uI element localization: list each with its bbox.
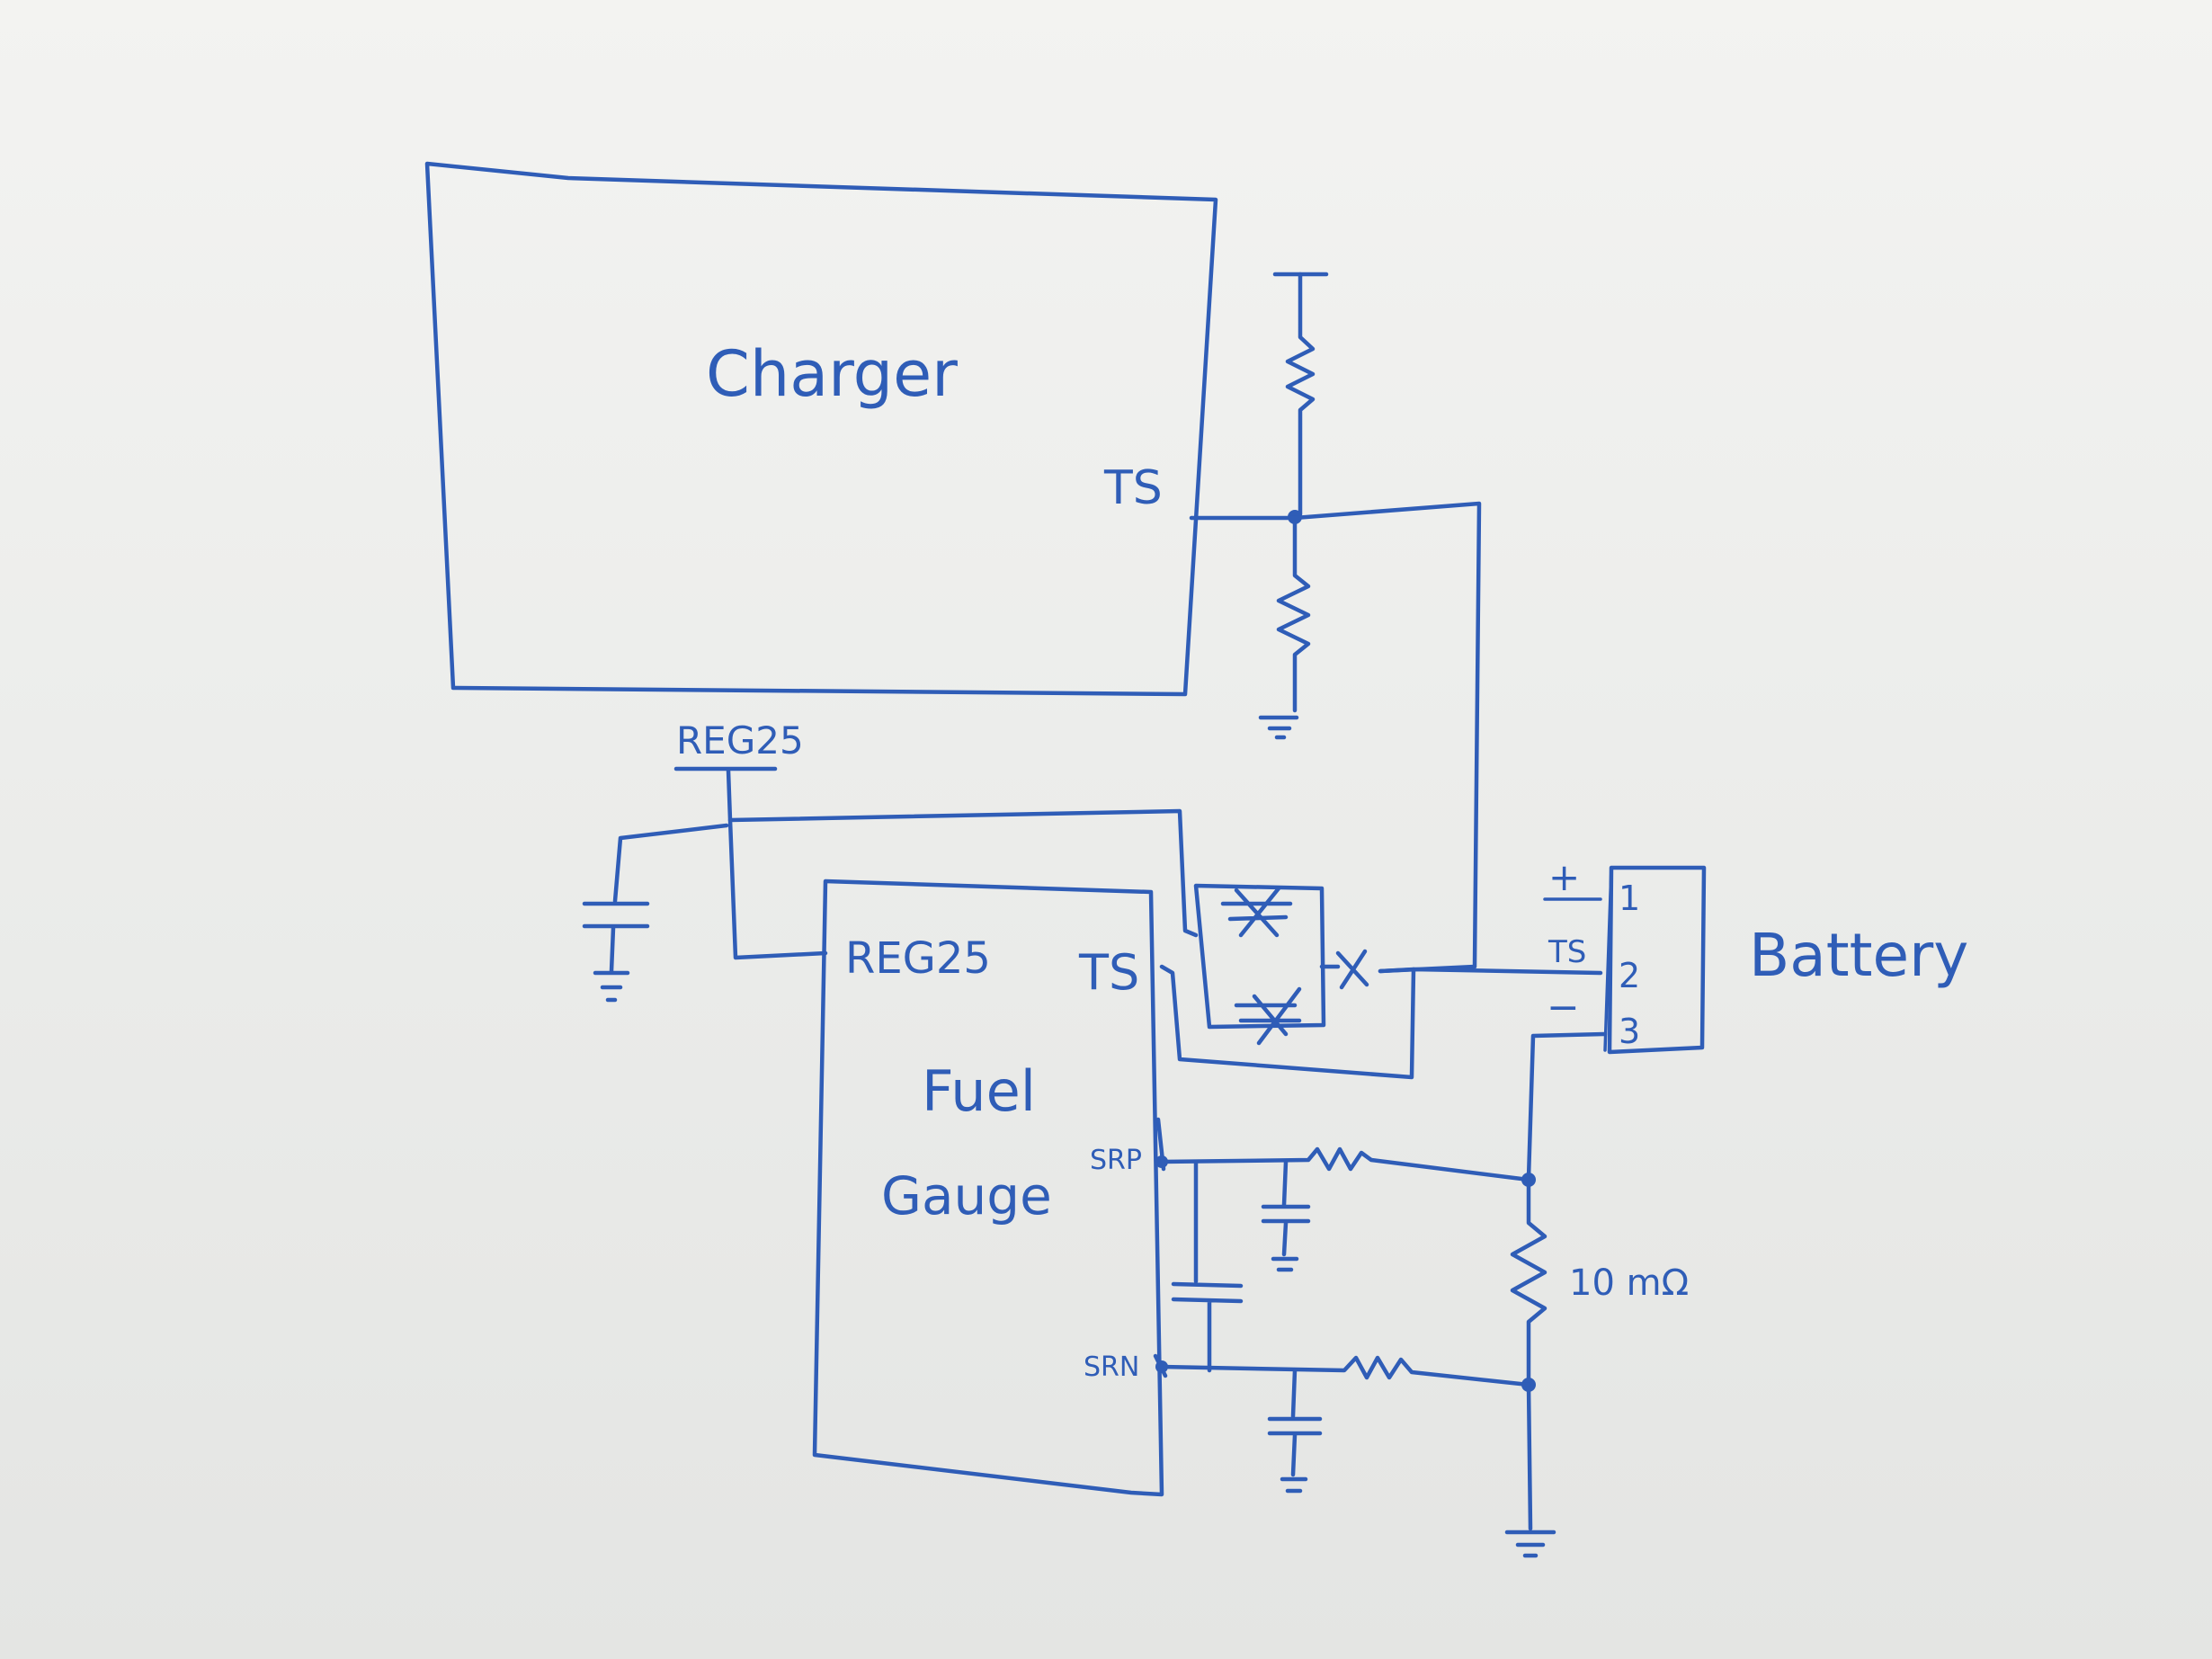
charger-label: Charger (706, 337, 958, 411)
sense-resistor (1510, 1180, 1548, 1386)
battery-pin1-label: 1 (1619, 879, 1640, 918)
pulldown-resistor (1276, 517, 1311, 713)
fg-name-line1: Fuel (922, 1058, 1036, 1124)
fuel-gauge-block (812, 879, 1164, 1497)
sense-resistor-label: 10 mΩ (1569, 1262, 1689, 1304)
battery-ts-wire (1411, 967, 1603, 976)
srn-label: SRN (1084, 1351, 1139, 1383)
fg-reg25-wire (727, 817, 828, 960)
bottom-switch-icon (1234, 986, 1302, 1046)
battery-pin2-label: 2 (1619, 956, 1640, 995)
battery-neg-wire (1526, 1031, 1608, 1181)
fg-name-line2: Gauge (881, 1165, 1052, 1226)
battery-ts-label: TS (1548, 934, 1586, 970)
srn-wire (1159, 1355, 1531, 1387)
reg25-capacitor (582, 901, 650, 1003)
pullup-resistor (1285, 272, 1316, 517)
srp-wire (1159, 1146, 1531, 1182)
battery-plus-label: + (1548, 855, 1580, 899)
battery-minus-label: − (1547, 985, 1580, 1030)
fg-ts-label: TS (1078, 944, 1139, 1001)
battery-pin-line (1603, 866, 1613, 1052)
charger-ts-label: TS (1103, 461, 1163, 515)
battery-block (1607, 865, 1707, 1055)
ground-wire (1526, 1382, 1533, 1531)
battery-label: Battery (1749, 921, 1968, 990)
differential-capacitor (1171, 1159, 1244, 1373)
srn-cap-to-ground (1267, 1368, 1323, 1494)
battery-pin3-label: 3 (1619, 1012, 1640, 1051)
charger-ts-wire (1189, 501, 1482, 974)
srp-label: SRP (1090, 1145, 1142, 1176)
ground-icon (1258, 715, 1299, 740)
reg25-rail-wire (726, 768, 1199, 938)
ground-icon-bottom (1504, 1530, 1556, 1558)
fg-ts-wire (1159, 964, 1416, 1080)
right-switch-icon (1319, 949, 1369, 990)
reg25-cap-wire (612, 823, 729, 904)
srp-cap-to-ground (1261, 1159, 1311, 1272)
top-switch-icon (1220, 886, 1293, 938)
reg25-supply-label: REG25 (676, 718, 804, 763)
srp-pin-mark (1155, 1117, 1166, 1172)
fg-reg25-label: REG25 (845, 933, 991, 984)
srn-pin-mark (1153, 1353, 1168, 1378)
charger-block (424, 161, 1218, 697)
